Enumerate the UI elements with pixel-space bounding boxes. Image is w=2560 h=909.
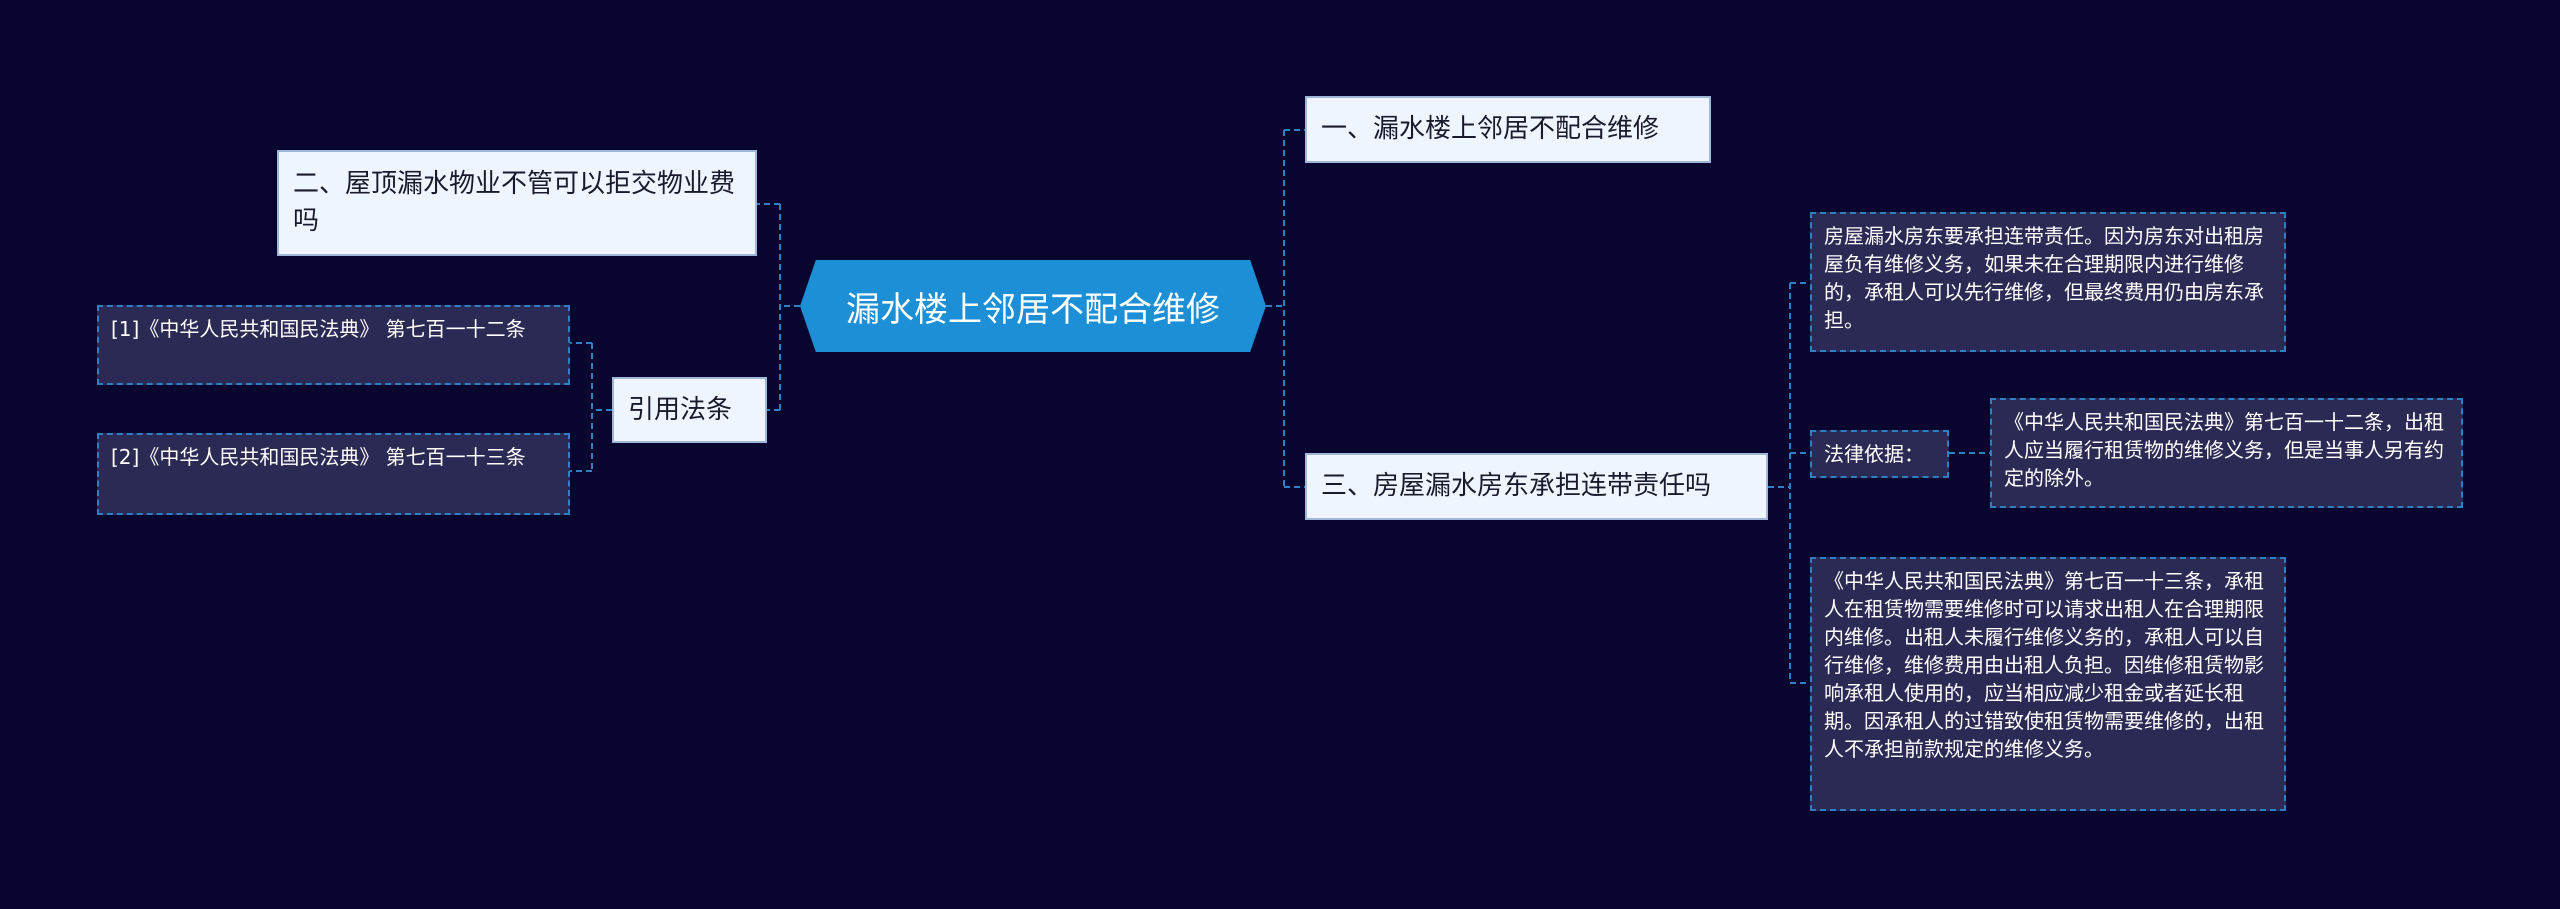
citation-item[interactable]: [1]《中华人民共和国民法典》 第七百一十二条: [97, 305, 570, 385]
branch-citations[interactable]: 引用法条: [612, 377, 767, 443]
branch-2-label: 二、屋顶漏水物业不管可以拒交物业费吗: [293, 169, 736, 236]
central-topic-label: 漏水楼上邻居不配合维修: [846, 289, 1220, 330]
leaf-article-713[interactable]: 《中华人民共和国民法典》第七百一十三条，承租人在租赁物需要维修时可以请求出租人在…: [1810, 557, 2286, 811]
citation-item-text: [1]《中华人民共和国民法典》 第七百一十二条: [111, 317, 526, 341]
leaf-landlord-responsibility[interactable]: 房屋漏水房东要承担连带责任。因为房东对出租房屋负有维修义务，如果未在合理期限内进…: [1810, 212, 2286, 352]
branch-3-label: 三、房屋漏水房东承担连带责任吗: [1321, 471, 1712, 501]
leaf-article-713-text: 《中华人民共和国民法典》第七百一十三条，承租人在租赁物需要维修时可以请求出租人在…: [1824, 569, 2264, 761]
legal-basis-text: 《中华人民共和国民法典》第七百一十二条，出租人应当履行租赁物的维修义务，但是当事…: [2004, 410, 2444, 490]
branch-2[interactable]: 二、屋顶漏水物业不管可以拒交物业费吗: [277, 150, 757, 256]
branch-citations-label: 引用法条: [628, 394, 733, 425]
leaf-landlord-responsibility-text: 房屋漏水房东要承担连带责任。因为房东对出租房屋负有维修义务，如果未在合理期限内进…: [1824, 224, 2264, 332]
branch-3[interactable]: 三、房屋漏水房东承担连带责任吗: [1305, 453, 1768, 520]
legal-basis-label: 法律依据：: [1824, 442, 1924, 466]
central-topic[interactable]: 漏水楼上邻居不配合维修: [800, 260, 1266, 352]
legal-basis-text-node[interactable]: 《中华人民共和国民法典》第七百一十二条，出租人应当履行租赁物的维修义务，但是当事…: [1990, 398, 2463, 508]
citation-item-text: [2]《中华人民共和国民法典》 第七百一十三条: [111, 445, 526, 469]
branch-1-label: 一、漏水楼上邻居不配合维修: [1321, 114, 1660, 144]
legal-basis-label-node[interactable]: 法律依据：: [1810, 430, 1949, 478]
citation-item[interactable]: [2]《中华人民共和国民法典》 第七百一十三条: [97, 433, 570, 515]
branch-1[interactable]: 一、漏水楼上邻居不配合维修: [1305, 96, 1711, 163]
